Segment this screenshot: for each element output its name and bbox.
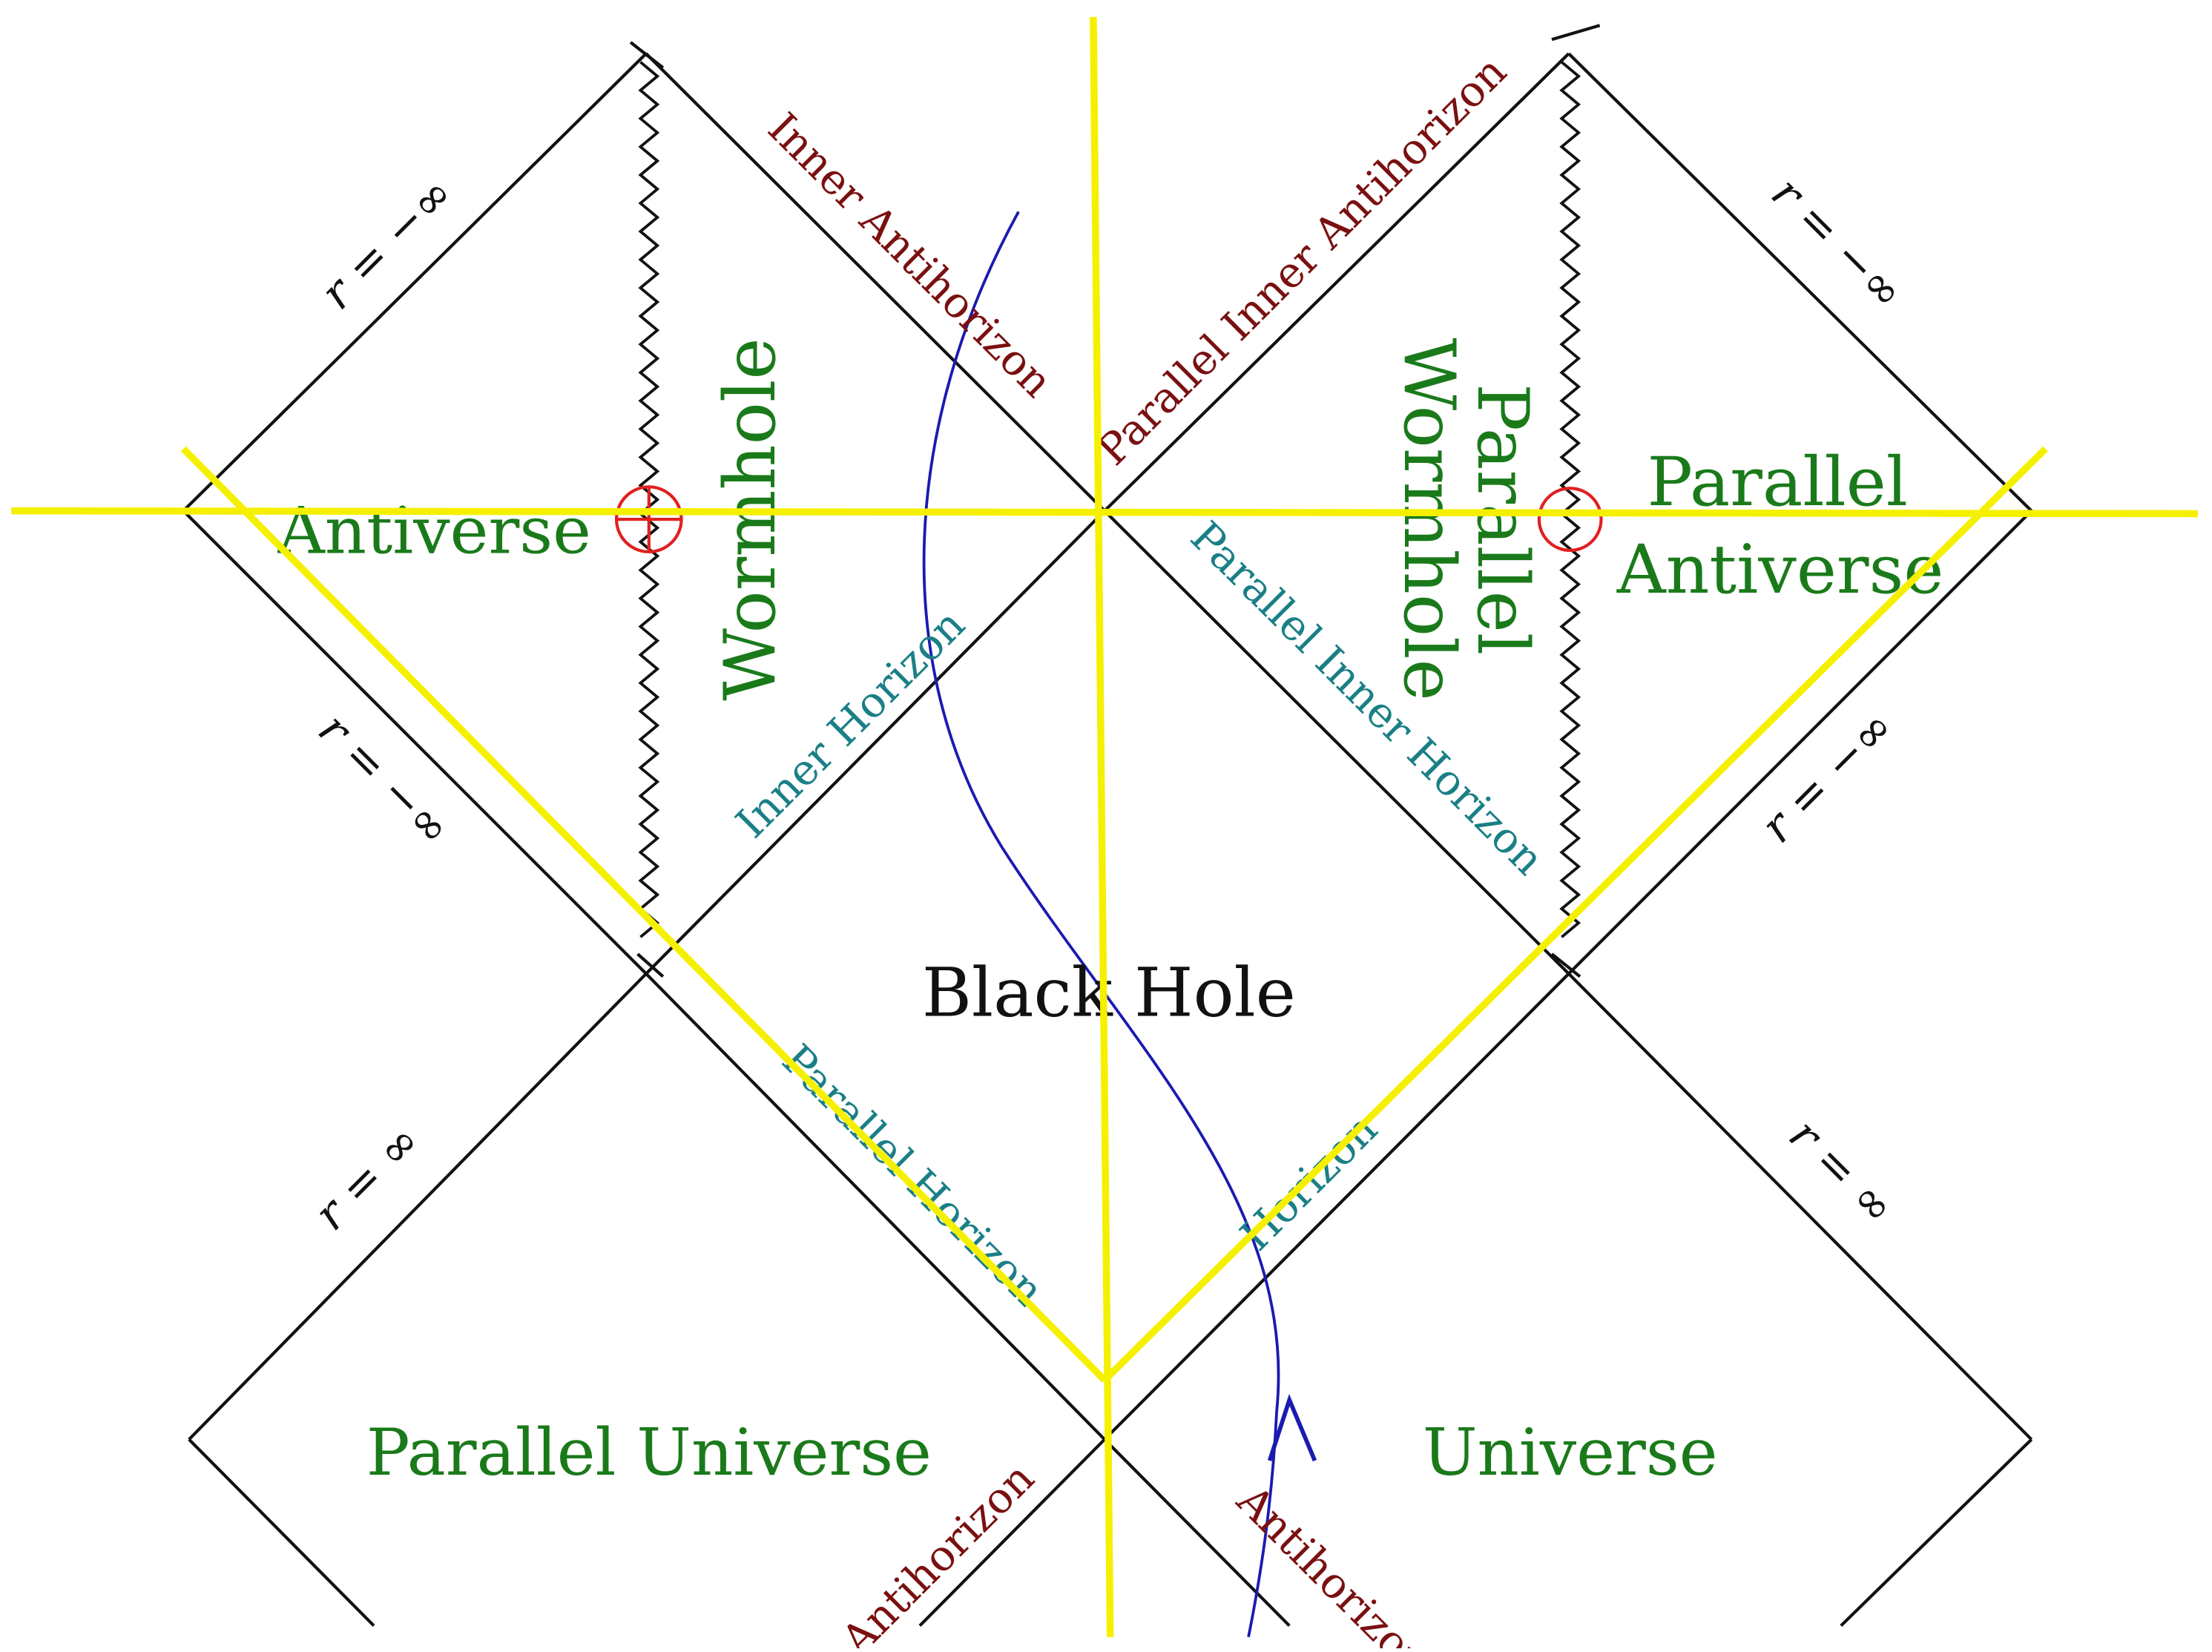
corner-tick-mid-right [1550, 952, 1581, 978]
ring-singularity-left-icon [614, 485, 683, 553]
label-parallel-horizon: Parallel Horizon [773, 1036, 1053, 1316]
ring-singularity-right-zigzag [1559, 61, 1581, 938]
label-r-neg-inf-upper-left: r = −∞ [311, 168, 463, 320]
label-r-neg-inf-mid-left: r = −∞ [308, 703, 460, 855]
inner-antihorizon-line [645, 52, 1106, 513]
label-antihorizon-right: Antihorizon [1227, 1475, 1439, 1648]
edge-bottom-right [1840, 1438, 2033, 1628]
overlay-horizontal-line [11, 507, 2198, 518]
label-parallel-wormhole-line2: Wormhole [1388, 338, 1469, 700]
antihorizon-right-line [1103, 1438, 1291, 1628]
overlay-v-right-arm [1102, 446, 2048, 1383]
edge-lower-right-outer [1567, 510, 2033, 975]
edge-upper-left-outer [182, 52, 648, 513]
edge-lower-left-inf [188, 973, 648, 1441]
label-parallel-antiverse-line1: Parallel [1648, 442, 1908, 521]
parallel-inner-horizon-line [1103, 510, 1570, 975]
edge-lower-left-outer [182, 510, 648, 975]
ring-singularity-right-icon [1537, 487, 1603, 553]
edge-lower-right-inf [1567, 973, 2033, 1441]
edge-upper-right-outer [1567, 52, 2033, 513]
inner-horizon-line [645, 510, 1106, 975]
corner-tick-mid-left [636, 952, 665, 978]
label-r-inf-lower-right: r = ∞ [1779, 1109, 1904, 1234]
horizon-line [1103, 973, 1570, 1441]
edge-bottom-left [188, 1438, 375, 1628]
infall-trajectory-curve [922, 211, 1280, 1638]
label-parallel-universe: Parallel Universe [366, 1415, 932, 1490]
label-black-hole: Black Hole [922, 953, 1296, 1033]
trajectory-arrow-icon [1267, 1393, 1317, 1462]
label-r-neg-inf-mid-right: r = −∞ [1751, 701, 1903, 853]
parallel-horizon-line [645, 973, 1106, 1441]
label-universe: Universe [1423, 1415, 1718, 1490]
label-r-inf-lower-left: r = ∞ [305, 1115, 430, 1240]
parallel-inner-antihorizon-line [1103, 52, 1570, 513]
label-antiverse: Antiverse [277, 493, 591, 569]
label-r-neg-inf-upper-right: r = −∞ [1761, 168, 1913, 320]
antihorizon-left-line [918, 1438, 1106, 1628]
corner-tick-top-left [629, 41, 665, 69]
overlay-v-left-arm [180, 446, 1107, 1383]
corner-tick-top-right [1551, 24, 1601, 42]
label-parallel-wormhole-line1: Parallel [1461, 384, 1543, 655]
ring-singularity-left-zigzag [638, 61, 660, 938]
label-inner-antihorizon: Inner Antihorizon [758, 104, 1061, 407]
label-parallel-antiverse-line2: Antiverse [1616, 530, 1944, 609]
label-wormhole: Wormhole [710, 338, 791, 700]
overlay-vertical-line [1090, 16, 1114, 1637]
